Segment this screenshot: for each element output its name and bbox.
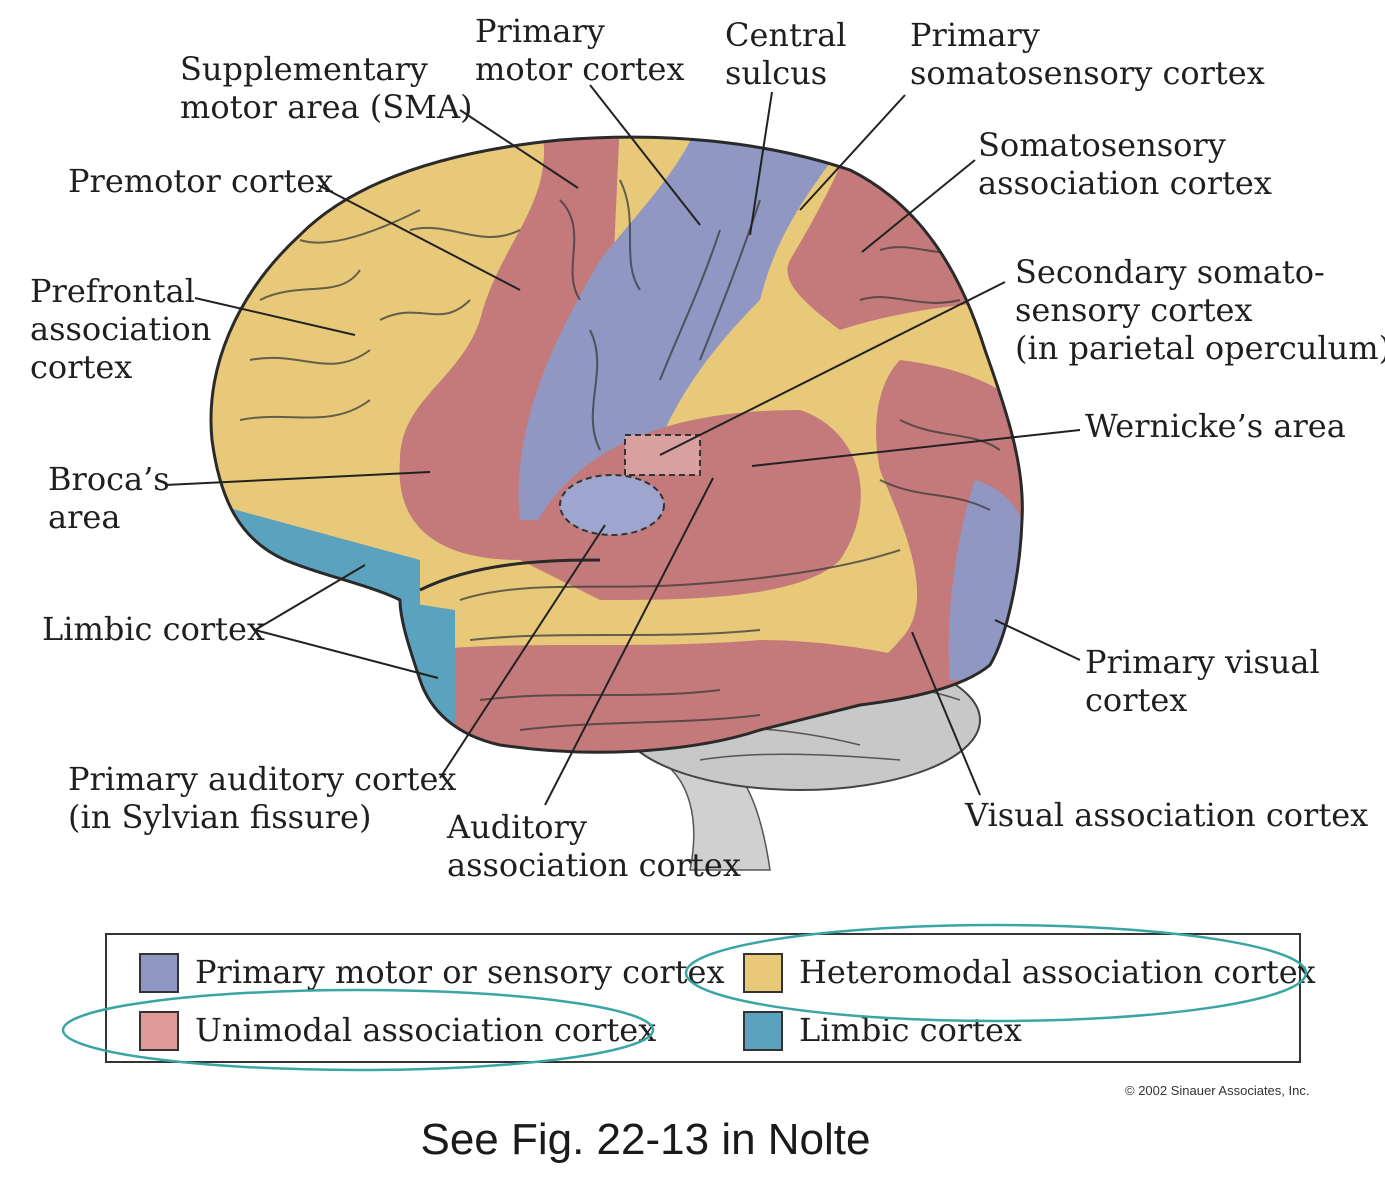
brain-outline bbox=[209, 135, 1024, 754]
leader-lines bbox=[164, 84, 1081, 806]
label-primary-auditory-cortex: Primary auditory cortex (in Sylvian fiss… bbox=[68, 760, 457, 836]
label-somatosensory-association-cortex: Somatosensory association cortex bbox=[978, 126, 1272, 202]
label-primary-visual-cortex: Primary visual cortex bbox=[1085, 643, 1320, 719]
label-auditory-association-cortex: Auditory association cortex bbox=[447, 808, 741, 884]
label-wernickes-area: Wernicke’s area bbox=[1085, 407, 1346, 445]
label-primary-motor-cortex: Primary motor cortex bbox=[475, 12, 685, 88]
highlight-ring-unimodal bbox=[61, 988, 655, 1072]
label-limbic-cortex: Limbic cortex bbox=[42, 610, 265, 648]
legend-swatch-limbic bbox=[743, 1011, 783, 1051]
legend: Primary motor or sensory cortex Heteromo… bbox=[105, 933, 1316, 1063]
label-primary-somatosensory-cortex: Primary somatosensory cortex bbox=[910, 16, 1265, 92]
label-brocas-area: Broca’s area bbox=[48, 460, 170, 536]
label-prefrontal-association-cortex: Prefrontal association cortex bbox=[30, 272, 212, 386]
label-premotor-cortex: Premotor cortex bbox=[68, 162, 334, 200]
legend-label-limbic: Limbic cortex bbox=[799, 1011, 1022, 1049]
legend-label-primary: Primary motor or sensory cortex bbox=[195, 953, 725, 991]
legend-swatch-primary bbox=[139, 953, 179, 993]
label-central-sulcus: Central sulcus bbox=[725, 16, 847, 92]
label-visual-association-cortex: Visual association cortex bbox=[965, 796, 1369, 834]
copyright-text: © 2002 Sinauer Associates, Inc. bbox=[1125, 1083, 1310, 1098]
primary-auditory-area bbox=[559, 474, 665, 536]
legend-swatch-heteromodal bbox=[743, 953, 783, 993]
auditory-association-region bbox=[520, 410, 861, 600]
primary-motor-sensory-strip bbox=[518, 137, 860, 520]
caption-text: See Fig. 22-13 in Nolte bbox=[420, 1115, 871, 1164]
legend-label-heteromodal: Heteromodal association cortex bbox=[799, 953, 1316, 991]
legend-label-unimodal: Unimodal association cortex bbox=[195, 1011, 657, 1049]
label-secondary-somatosensory-cortex: Secondary somato- sensory cortex (in par… bbox=[1015, 253, 1385, 367]
highlight-ring-heteromodal bbox=[684, 923, 1308, 1023]
label-sma: Supplementary motor area (SMA) bbox=[180, 50, 473, 126]
legend-swatch-unimodal bbox=[139, 1011, 179, 1051]
